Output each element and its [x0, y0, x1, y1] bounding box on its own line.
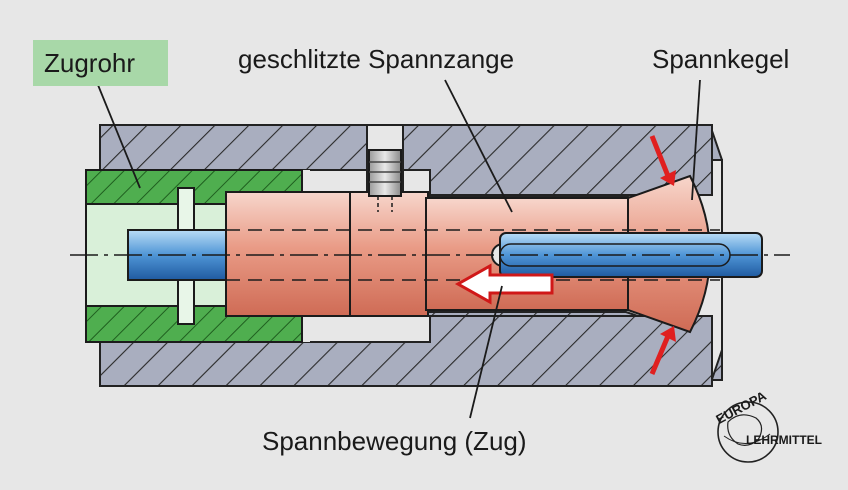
spannzange-label: geschlitzte Spannzange: [238, 44, 514, 74]
europa-lehrmittel-logo: EUROPA LEHRMITTEL: [713, 388, 822, 463]
zugrohr-label-box: [33, 40, 168, 86]
logo-europa: EUROPA: [713, 388, 769, 427]
leader-lines: [97, 79, 701, 419]
zugrohr-label: Zugrohr: [44, 48, 135, 78]
logo-lehrmittel: LEHRMITTEL: [746, 433, 822, 447]
spannkegel-label: Spannkegel: [652, 44, 789, 74]
set-screw: [368, 149, 402, 212]
spannbewegung-label: Spannbewegung (Zug): [262, 426, 527, 456]
pull-direction-arrow: [454, 263, 554, 305]
force-arrows: [649, 135, 676, 375]
